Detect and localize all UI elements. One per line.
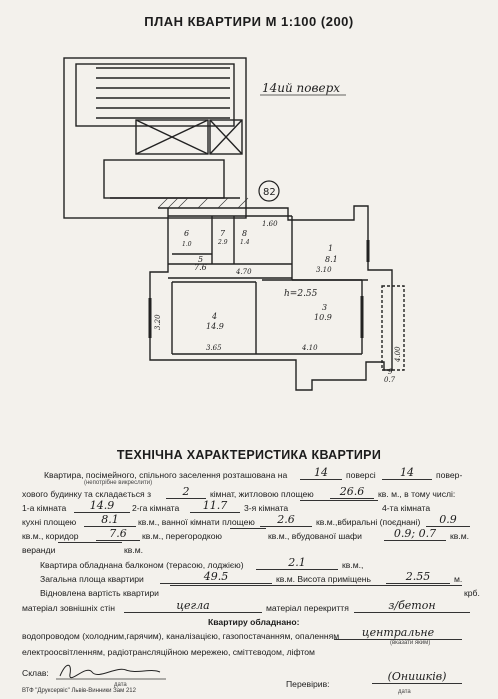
text-l5c: кв.м., вбудованої шафи bbox=[268, 531, 362, 541]
room-4-number: 4 bbox=[211, 312, 217, 321]
label-date2: дата bbox=[398, 689, 411, 695]
balcony bbox=[381, 285, 405, 371]
svg-text:3.10: 3.10 bbox=[316, 266, 332, 274]
text-l3d: 4-та кімната bbox=[382, 503, 431, 513]
field-living-area: 26.6 bbox=[330, 486, 374, 499]
room-5-area: 7.6 bbox=[194, 263, 207, 272]
field-floor: 14 bbox=[300, 467, 342, 480]
text-l10a: матеріал зовнішніх стін bbox=[22, 603, 115, 613]
svg-text:4.10: 4.10 bbox=[301, 344, 318, 352]
field-floors: 14 bbox=[382, 467, 432, 480]
field-checker: (Онишків) bbox=[372, 671, 462, 684]
field-rooms: 2 bbox=[166, 486, 206, 499]
room-3-area: 10.9 bbox=[314, 313, 332, 322]
svg-text:0.7: 0.7 bbox=[384, 376, 396, 384]
field-walls: цегла bbox=[124, 600, 262, 613]
field-floor-material: з/бетон bbox=[354, 600, 470, 613]
text-l2c: кв. м., в тому числі: bbox=[378, 489, 456, 499]
room-8-area: 1.4 bbox=[240, 239, 250, 246]
text-l8c: м. bbox=[454, 574, 463, 584]
label-composed: Склав: bbox=[22, 668, 49, 678]
field-veranda bbox=[58, 542, 122, 543]
svg-text:4.00: 4.00 bbox=[394, 346, 402, 363]
text-l3a: 1-а кімната bbox=[22, 503, 67, 513]
room-1-area: 8.1 bbox=[325, 255, 338, 264]
svg-text:4.70: 4.70 bbox=[235, 268, 252, 276]
room-7-area: 2.9 bbox=[217, 239, 228, 246]
text-l5b: кв.м., перегородкою bbox=[142, 531, 222, 541]
apartment-marker-number: 82 bbox=[263, 187, 276, 198]
room-4-area: 14.9 bbox=[206, 322, 224, 331]
text-l9b: крб. bbox=[464, 588, 480, 598]
field-total-area: 49.5 bbox=[160, 571, 272, 584]
label-checked: Перевірив: bbox=[286, 679, 330, 689]
field-cost bbox=[170, 585, 462, 586]
field-partition bbox=[230, 528, 266, 529]
elevator-shaft-1 bbox=[135, 119, 209, 155]
text-l9a: Відновлена вартість квартири bbox=[40, 588, 159, 598]
note-l12: (вказати яким) bbox=[390, 640, 431, 646]
field-height: 2.55 bbox=[386, 571, 450, 584]
svg-text:3.20: 3.20 bbox=[154, 314, 162, 330]
room-1-number: 1 bbox=[328, 244, 333, 253]
svg-text:3.65: 3.65 bbox=[206, 344, 222, 352]
text-l4c: кв.м.,вбиральні (поєднані) bbox=[316, 517, 421, 527]
text-l4b: кв.м., ванної кімнати площею bbox=[138, 517, 255, 527]
field-room2: 11.7 bbox=[190, 500, 240, 513]
text-l4a: кухні площею bbox=[22, 517, 77, 527]
field-heating: центральне bbox=[334, 627, 462, 640]
page-title: ПЛАН КВАРТИРИ М 1:100 (200) bbox=[144, 14, 354, 29]
text-l12a: водопроводом (холодним,гарячим), каналіз… bbox=[22, 631, 340, 641]
room-6-number: 6 bbox=[184, 229, 189, 238]
room-5-number: 5 bbox=[198, 255, 203, 264]
floor-note: 14ий поверх bbox=[262, 81, 340, 95]
signature-composed bbox=[56, 664, 166, 680]
svg-text:1.60: 1.60 bbox=[262, 220, 278, 228]
text-l3b: 2-га кімната bbox=[132, 503, 180, 513]
text-l1c: повер- bbox=[436, 470, 463, 480]
note-l1: (непотрібне викреслити) bbox=[84, 480, 153, 486]
text-l2b: кімнат, житловою площею bbox=[210, 489, 314, 499]
room-7-number: 7 bbox=[220, 229, 226, 238]
field-wc: 0.9 bbox=[426, 514, 470, 527]
characteristics-title: ТЕХНІЧНА ХАРАКТЕРИСТИКА КВАРТИРИ bbox=[116, 448, 382, 462]
room-8-number: 8 bbox=[242, 229, 247, 238]
text-l2a: хового будинку та складається з bbox=[22, 489, 152, 499]
field-kitchen: 8.1 bbox=[84, 514, 136, 527]
elevator-shaft-2 bbox=[209, 119, 243, 155]
text-l1b: поверсі bbox=[346, 470, 376, 480]
text-l8b: кв.м. Висота приміщень bbox=[276, 574, 371, 584]
field-room1: 14.9 bbox=[74, 500, 130, 513]
text-l7a: Квартира обладнана балконом (терасою, ло… bbox=[40, 560, 244, 570]
text-l6a: веранди bbox=[22, 545, 56, 555]
field-room3 bbox=[300, 500, 378, 501]
field-bath: 2.6 bbox=[260, 514, 312, 527]
text-l5a: кв.м., коридор bbox=[22, 531, 79, 541]
svg-text:h=2.55: h=2.55 bbox=[284, 289, 318, 299]
room-6-area: 1.0 bbox=[182, 241, 192, 248]
text-l13a: електроосвітленням, радіотрансляційною м… bbox=[22, 647, 315, 657]
text-l8a: Загальна площа квартири bbox=[40, 574, 144, 584]
svg-text:9: 9 bbox=[388, 368, 393, 376]
text-l1a: Квартира, посімейного, спільного заселен… bbox=[44, 470, 288, 480]
field-closets: 0.9; 0.7 bbox=[384, 528, 446, 541]
text-l11a: Квартиру обладнано: bbox=[208, 617, 300, 627]
room-3-number: 3 bbox=[322, 303, 327, 312]
apartment-marker bbox=[258, 180, 280, 202]
text-l6b: кв.м. bbox=[124, 545, 144, 555]
floor-plan: 82 14ий поверх 6 1.0 7 2.9 8 1.4 1 8.1 5… bbox=[63, 57, 405, 391]
text-l3c: 3-я кімната bbox=[244, 503, 289, 513]
stair-core bbox=[63, 57, 247, 219]
field-balcony: 2.1 bbox=[256, 557, 338, 570]
text-l5d: кв.м. bbox=[450, 531, 470, 541]
text-l7b: кв.м., bbox=[342, 560, 364, 570]
footer-printer: ВТФ "Друксервіс" Львів-Винники Зам 212 bbox=[22, 688, 136, 694]
field-corridor: 7.6 bbox=[96, 528, 140, 541]
text-l10b: матеріал перекриття bbox=[266, 603, 349, 613]
label-date1: дата bbox=[114, 682, 127, 688]
